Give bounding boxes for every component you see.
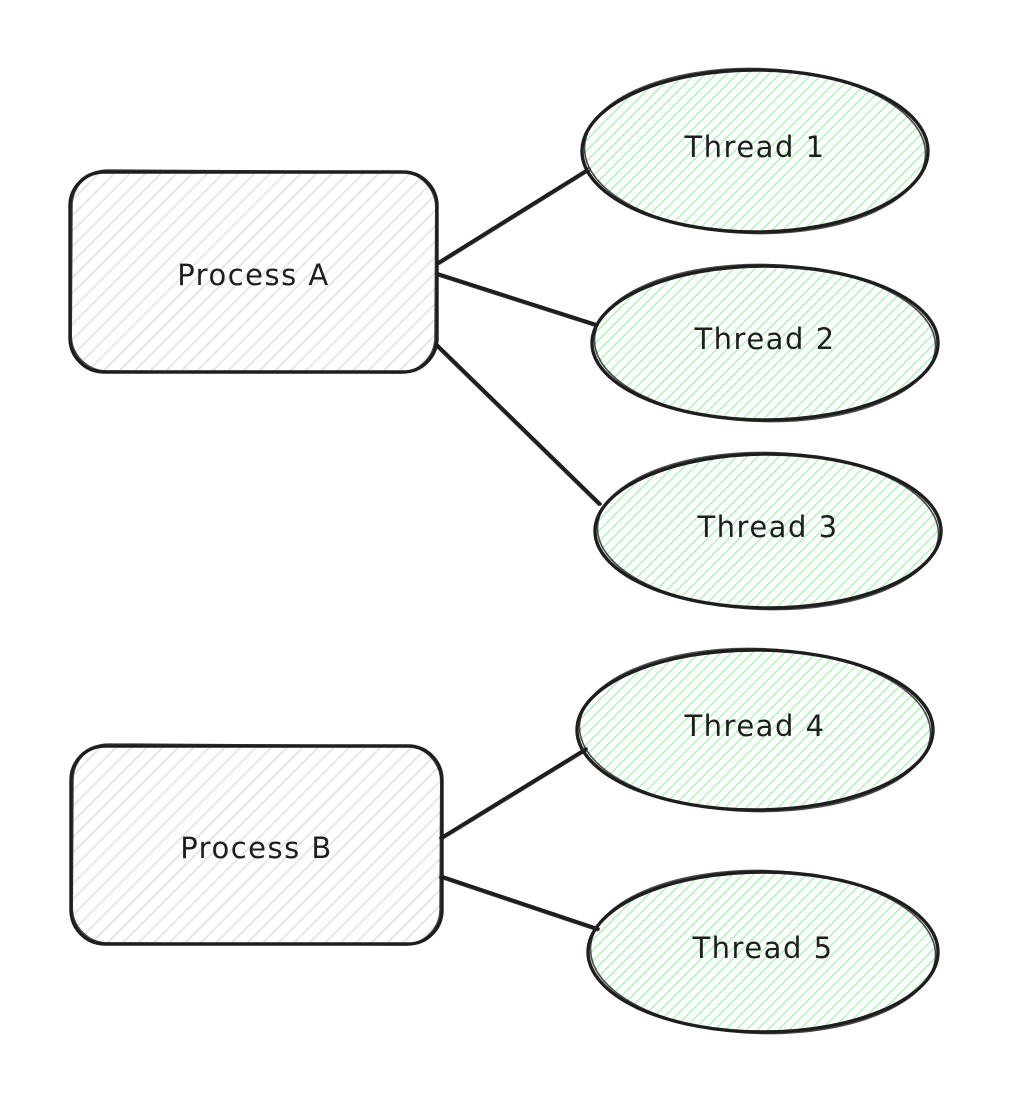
edge-process-b-to-thread-5 [438,874,600,932]
node-thread-1: Thread 1 [580,67,930,235]
edge-process-b-to-thread-4 [439,747,588,841]
edge-process-a-to-thread-3 [434,342,602,506]
node-thread-4: Thread 4 [575,647,935,813]
thread-5-shape [586,870,940,1034]
node-process-a: Process A [68,169,439,374]
node-process-b: Process B [69,743,444,946]
node-label-thread-1: Thread 1 [683,130,825,164]
edge-process-a-to-thread-1 [436,167,591,266]
node-label-thread-4: Thread 4 [683,709,825,743]
node-thread-2: Thread 2 [590,263,940,423]
thread-3-shape [593,452,943,610]
process-a-sketch-stroke [70,169,437,374]
thread-3-sketch-stroke [596,451,940,611]
node-label-process-b: Process B [180,831,333,865]
node-thread-3: Thread 3 [593,451,943,611]
node-thread-5: Thread 5 [586,869,940,1035]
process-b-sketch-stroke [71,743,442,946]
thread-2-sketch-stroke [593,263,937,423]
thread-5-sketch-stroke [589,869,937,1035]
thread-1-shape [580,68,930,234]
node-label-thread-3: Thread 3 [696,510,838,544]
thread-4-shape [575,648,935,812]
edge-process-a-to-thread-2 [436,272,599,328]
node-label-thread-5: Thread 5 [691,931,833,965]
thread-2-shape [590,264,940,422]
node-label-thread-2: Thread 2 [693,322,835,356]
thread-1-sketch-stroke [583,67,927,235]
node-label-process-a: Process A [177,258,330,292]
thread-4-sketch-stroke [578,647,932,813]
